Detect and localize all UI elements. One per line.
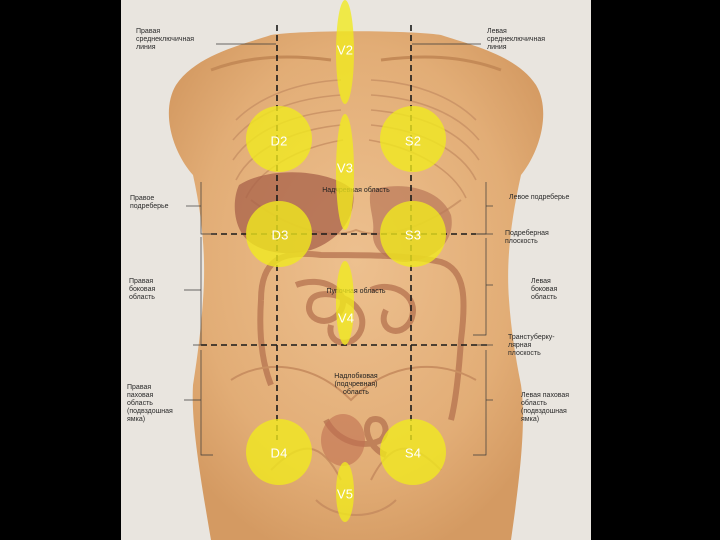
label-right-midclavicular: Правая среднеключичная линия — [136, 28, 195, 51]
label-left-hypochondrium: Левое подреберье — [509, 194, 570, 201]
torso-silhouette — [168, 31, 544, 540]
anatomy-plate: Правая среднеключичная линия Левая средн… — [121, 0, 591, 540]
label-transtubercular-plane: Транстуберку- лярная плоскость — [508, 334, 555, 357]
label-left-midclavicular: Левая среднеключичная линия — [487, 28, 546, 51]
marker-v3-label: V3 — [336, 160, 354, 176]
marker-v5-label: V5 — [336, 486, 354, 502]
marker-s2-label: S2 — [404, 133, 422, 149]
label-subcostal-plane: Подреберная плоскость — [505, 230, 549, 245]
marker-d3-label: D3 — [271, 227, 289, 243]
label-left-lateral: Левая боковая область — [531, 278, 558, 301]
clavicle-left — [380, 55, 502, 72]
marker-v2-label: V2 — [336, 42, 354, 58]
marker-v4-label: V4 — [337, 310, 355, 326]
torso-illustration — [168, 25, 544, 540]
label-right-hypochondrium: Правое подреберье — [130, 195, 169, 210]
marker-d4-label: D4 — [270, 445, 288, 461]
label-umbilical: Пупочная область — [326, 288, 386, 295]
leader-lines — [184, 43, 493, 456]
label-right-inguinal: Правая паховая область (подвздошная ямка… — [127, 384, 173, 423]
bladder — [321, 414, 365, 466]
label-hypogastric: Надлобковая (подчревная) область — [334, 373, 378, 396]
label-epigastric: Надчревная область — [322, 187, 390, 194]
marker-d2-label: D2 — [270, 133, 288, 149]
clavicle-right — [210, 55, 332, 72]
label-left-inguinal: Левая паховая область (подвздошная ямка) — [521, 392, 570, 423]
marker-s3-label: S3 — [404, 227, 422, 243]
marker-s4-label: S4 — [404, 445, 422, 461]
label-right-lateral: Правая боковая область — [129, 278, 156, 301]
